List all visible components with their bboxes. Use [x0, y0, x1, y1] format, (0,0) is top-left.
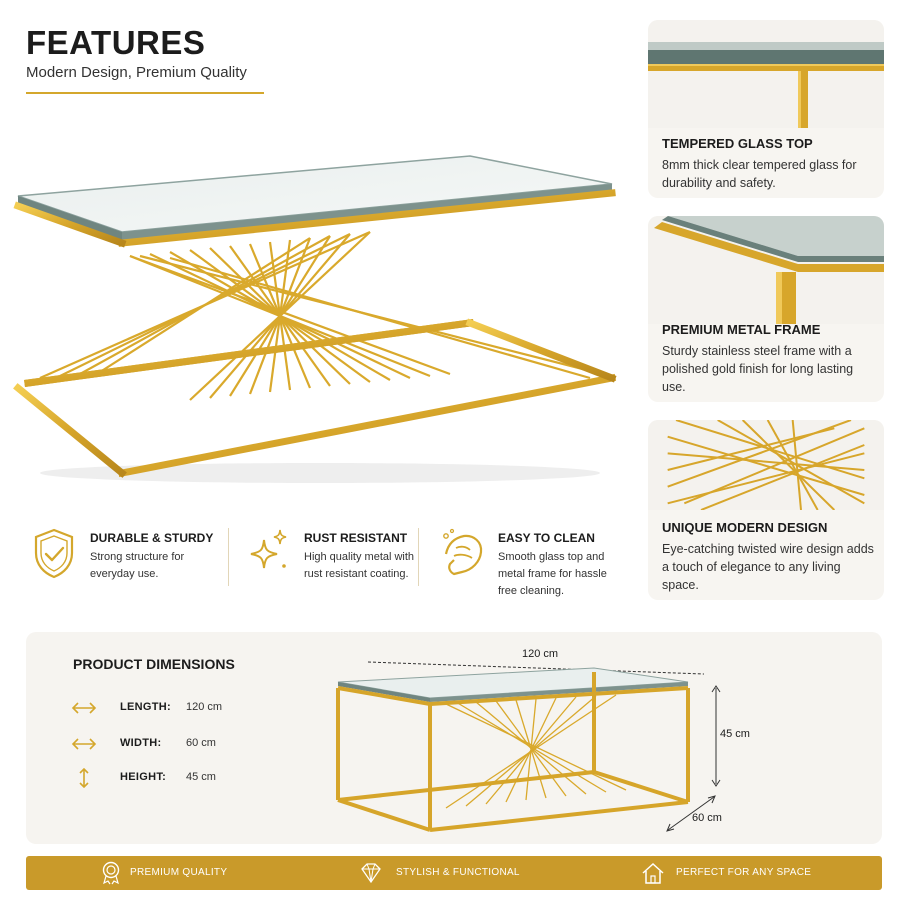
shield-check-icon [34, 528, 74, 579]
card-metal-frame: PREMIUM METAL FRAME Sturdy stainless ste… [648, 216, 884, 402]
award-badge-icon [102, 861, 120, 885]
sparkle-icon [250, 529, 287, 569]
diamond-icon [361, 863, 381, 884]
card-modern-design: UNIQUE MODERN DESIGN Eye-catching twiste… [648, 420, 884, 600]
feature-title: RUST RESISTANT [304, 531, 408, 545]
feature-title: EASY TO CLEAN [498, 531, 595, 545]
benefit-label: STYLISH & FUNCTIONAL [396, 867, 520, 878]
feature-desc: High quality metal with rust resistant c… [304, 551, 415, 580]
diagram-height-label: 45 cm [720, 728, 750, 740]
glass-top-closeup-image [648, 20, 884, 128]
feature-easy-clean: EASY TO CLEAN Smooth glass top and metal… [438, 526, 628, 606]
card-title: TEMPERED GLASS TOP [662, 136, 813, 151]
horizontal-arrow-icon [71, 702, 97, 714]
page-title: FEATURES [26, 24, 206, 61]
dimension-diagram [336, 661, 721, 832]
card-desc: Eye-catching twisted wire design adds a … [662, 542, 874, 592]
title-divider [26, 92, 264, 94]
divider [418, 528, 419, 586]
feature-desc: Strong structure for everyday use. [90, 551, 185, 580]
dimension-value: 45 cm [186, 771, 216, 783]
horizontal-arrow-icon [71, 738, 97, 750]
card-desc: Sturdy stainless steel frame with a poli… [662, 344, 854, 394]
dimension-label: LENGTH: [120, 701, 171, 713]
feature-rust-resistant: RUST RESISTANT High quality metal with r… [244, 526, 434, 606]
dimension-label: HEIGHT: [120, 771, 167, 783]
page-subtitle: Modern Design, Premium Quality [26, 64, 247, 81]
home-icon [642, 862, 664, 884]
features-row: DURABLE & STURDY Strong structure for ev… [30, 526, 630, 606]
vertical-arrow-icon [79, 768, 89, 788]
metal-frame-closeup-image [648, 216, 884, 324]
dimensions-title: PRODUCT DIMENSIONS [73, 656, 235, 672]
diagram-length-label: 120 cm [522, 648, 559, 660]
card-tempered-glass: TEMPERED GLASS TOP 8mm thick clear tempe… [648, 20, 884, 198]
feature-title: DURABLE & STURDY [90, 531, 214, 545]
twisted-wire-pattern [39, 230, 611, 401]
dimension-label: WIDTH: [120, 737, 162, 749]
product-dimensions-panel: PRODUCT DIMENSIONS LENGTH: 120 cm WIDTH:… [26, 632, 882, 844]
card-desc: 8mm thick clear tempered glass for durab… [662, 158, 857, 190]
diagram-width-label: 60 cm [692, 812, 722, 824]
bottom-benefits-bar: PREMIUM QUALITY STYLISH & FUNCTIONAL PER… [26, 856, 882, 890]
twisted-wire-closeup-image [648, 420, 884, 510]
benefit-label: PREMIUM QUALITY [130, 867, 228, 878]
cleaning-hand-icon [443, 528, 483, 576]
divider [228, 528, 229, 586]
card-title: PREMIUM METAL FRAME [662, 322, 821, 337]
coffee-table-image [13, 155, 617, 483]
feature-desc: Smooth glass top and metal frame for has… [498, 551, 607, 597]
benefit-label: PERFECT FOR ANY SPACE [676, 867, 812, 878]
card-title: UNIQUE MODERN DESIGN [662, 520, 828, 535]
dimension-value: 120 cm [186, 701, 223, 713]
dimension-value: 60 cm [186, 737, 216, 749]
feature-durable: DURABLE & STURDY Strong structure for ev… [30, 526, 220, 606]
